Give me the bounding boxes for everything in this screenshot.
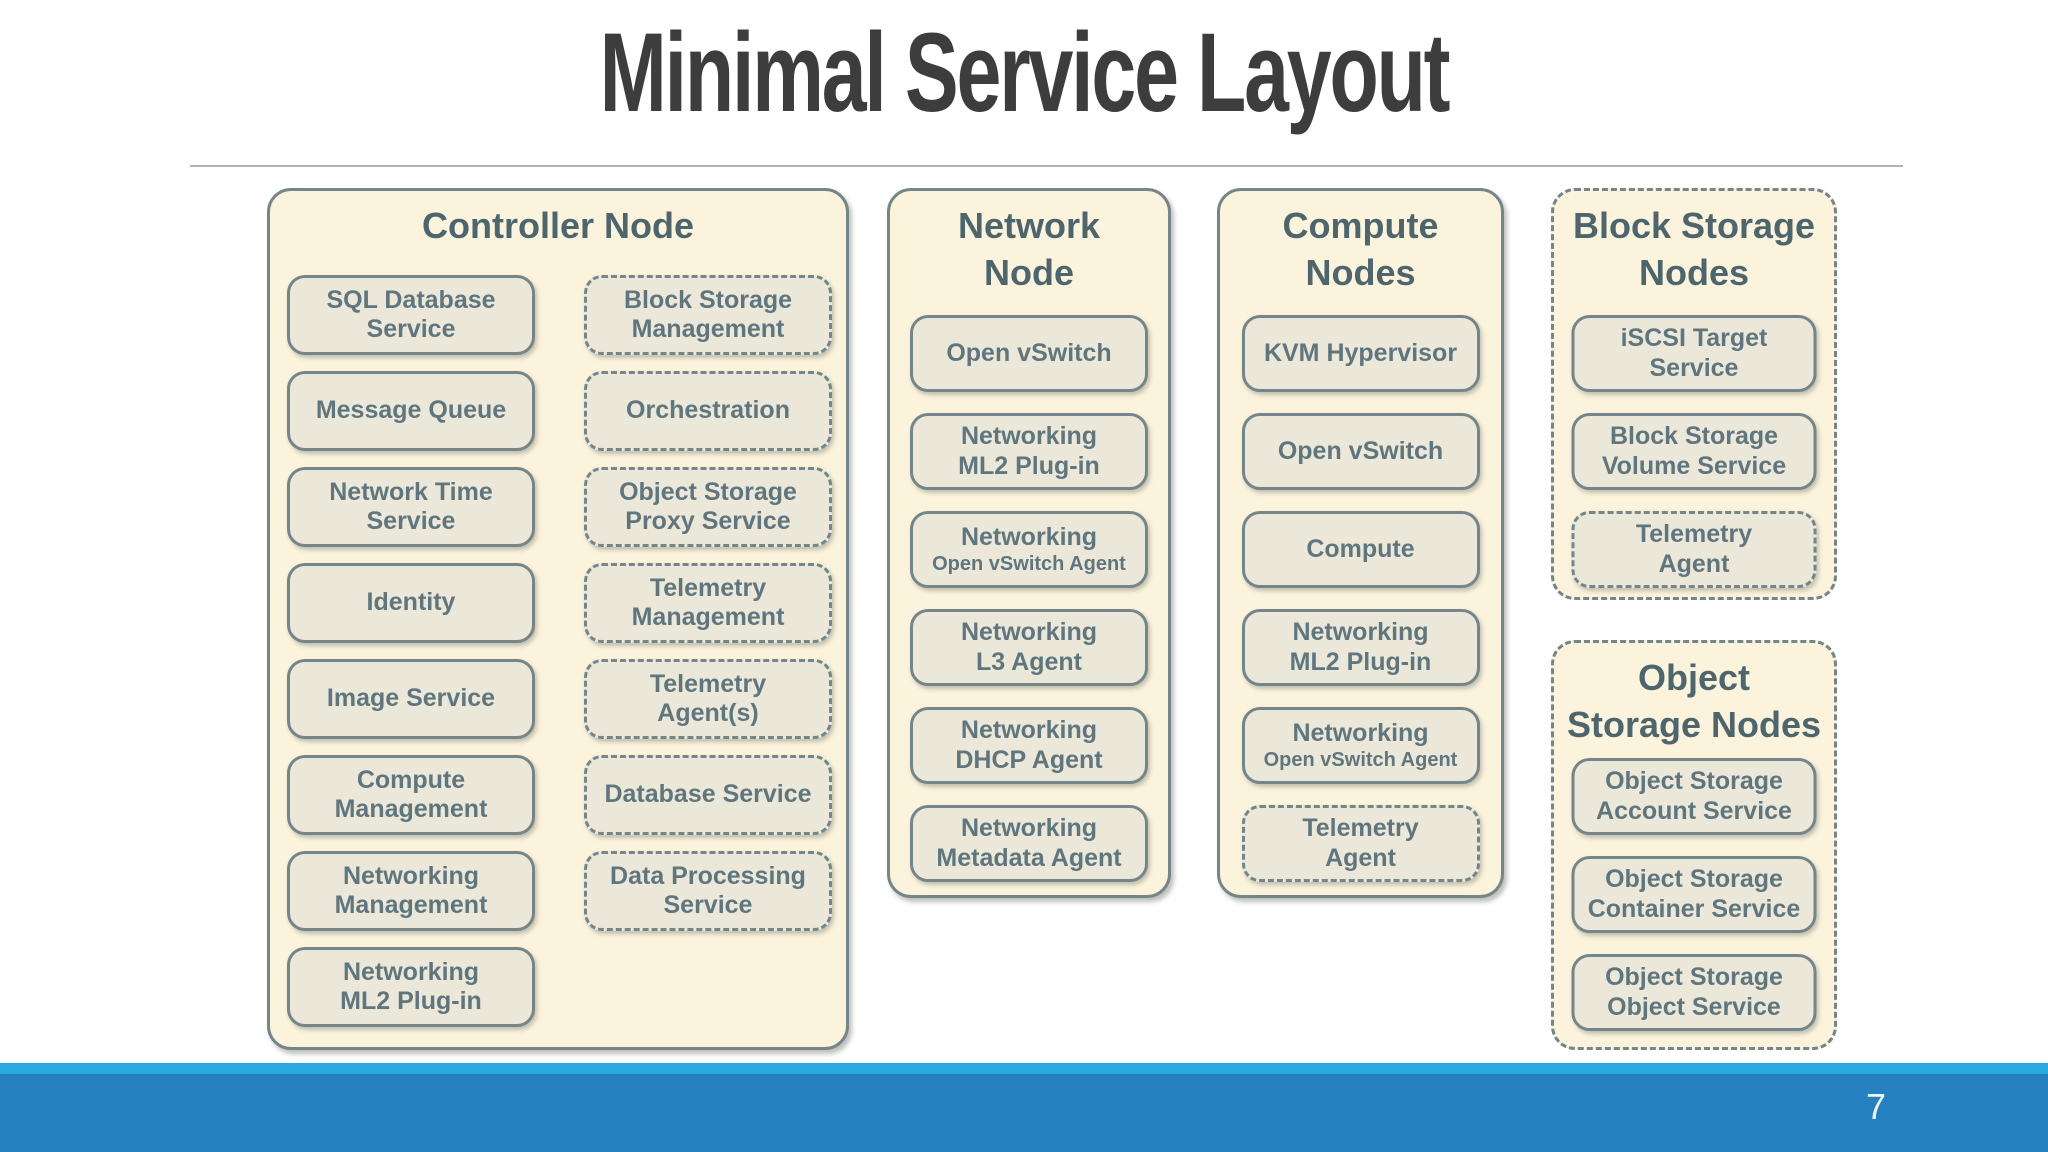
service-box-networking-management: Networking Management bbox=[287, 851, 535, 931]
service-box-networking-ml2-plug-in: Networking ML2 Plug-in bbox=[287, 947, 535, 1027]
service-box-sql-database-service: SQL Database Service bbox=[287, 275, 535, 355]
service-box-open-vswitch: Open vSwitch bbox=[910, 315, 1148, 392]
service-box-telemetry-agent: Telemetry Agent bbox=[1241, 805, 1480, 882]
group-title-compute-nodes: Compute Nodes bbox=[1282, 205, 1439, 293]
service-box-identity: Identity bbox=[287, 563, 535, 643]
service-box-database-service: Database Service bbox=[584, 755, 832, 835]
object-storage-column: Object Storage Account Service Object St… bbox=[1571, 758, 1817, 1031]
service-box-block-storage-volume-service: Block Storage Volume Service bbox=[1571, 413, 1817, 490]
service-box-main-line: Networking bbox=[1292, 719, 1429, 748]
service-box-object-storage-proxy-service: Object Storage Proxy Service bbox=[584, 467, 832, 547]
controller-right-column: Block Storage Management Orchestration O… bbox=[584, 275, 832, 931]
node-group-block-storage: Block Storage Nodes iSCSI Target Service… bbox=[1551, 188, 1837, 600]
group-title-object-storage-nodes: Object Storage Nodes bbox=[1566, 657, 1822, 745]
group-title-block-storage-nodes: Block Storage Nodes bbox=[1572, 205, 1816, 293]
service-box-networking-l3-agent: Networking L3 Agent bbox=[910, 609, 1148, 686]
service-box-image-service: Image Service bbox=[287, 659, 535, 739]
service-box-orchestration: Orchestration bbox=[584, 371, 832, 451]
service-box-networking-dhcp-agent: Networking DHCP Agent bbox=[910, 707, 1148, 784]
service-box-networking-ml2-plug-in: Networking ML2 Plug-in bbox=[910, 413, 1148, 490]
service-box-networking-ml2-plug-in: Networking ML2 Plug-in bbox=[1241, 609, 1480, 686]
service-box-networking-metadata-agent: Networking Metadata Agent bbox=[910, 805, 1148, 882]
compute-column: KVM Hypervisor Open vSwitch Compute Netw… bbox=[1241, 315, 1480, 882]
footer-bar bbox=[0, 1074, 2048, 1152]
page-number: 7 bbox=[1865, 1086, 1887, 1127]
service-box-telemetry-agents: Telemetry Agent(s) bbox=[584, 659, 832, 739]
service-box-networking-open-vswitch-agent: Networking Open vSwitch Agent bbox=[910, 511, 1148, 588]
footer-accent-bar bbox=[0, 1063, 2048, 1074]
node-group-controller: Controller Node SQL Database Service Mes… bbox=[267, 188, 849, 1050]
service-box-compute-management: Compute Management bbox=[287, 755, 535, 835]
node-group-object-storage: Object Storage Nodes Object Storage Acco… bbox=[1551, 640, 1837, 1050]
service-box-sub-line: Open vSwitch Agent bbox=[1263, 748, 1458, 771]
service-box-data-processing-service: Data Processing Service bbox=[584, 851, 832, 931]
service-box-telemetry-agent: Telemetry Agent bbox=[1571, 511, 1817, 588]
service-box-network-time-service: Network Time Service bbox=[287, 467, 535, 547]
group-title-network-node: Network Node bbox=[957, 205, 1101, 293]
service-box-object-storage-account-service: Object Storage Account Service bbox=[1571, 758, 1817, 835]
group-title-controller-node: Controller Node bbox=[421, 205, 694, 246]
service-box-telemetry-management: Telemetry Management bbox=[584, 563, 832, 643]
node-group-compute: Compute Nodes KVM Hypervisor Open vSwitc… bbox=[1217, 188, 1504, 898]
title-divider bbox=[190, 165, 1903, 167]
service-box-main-line: Networking bbox=[960, 523, 1098, 552]
controller-left-column: SQL Database Service Message Queue Netwo… bbox=[287, 275, 535, 1027]
service-box-sub-line: Open vSwitch Agent bbox=[932, 552, 1126, 575]
page-title: Minimal Service Layout bbox=[599, 10, 1451, 135]
service-box-kvm-hypervisor: KVM Hypervisor bbox=[1241, 315, 1480, 392]
service-box-iscsi-target-service: iSCSI Target Service bbox=[1571, 315, 1817, 392]
service-box-open-vswitch: Open vSwitch bbox=[1241, 413, 1480, 490]
node-group-network: Network Node Open vSwitch Networking ML2… bbox=[887, 188, 1171, 898]
service-box-networking-open-vswitch-agent: Networking Open vSwitch Agent bbox=[1241, 707, 1480, 784]
service-box-object-storage-object-service: Object Storage Object Service bbox=[1571, 954, 1817, 1031]
block-storage-column: iSCSI Target Service Block Storage Volum… bbox=[1571, 315, 1817, 588]
service-box-message-queue: Message Queue bbox=[287, 371, 535, 451]
service-box-compute: Compute bbox=[1241, 511, 1480, 588]
network-column: Open vSwitch Networking ML2 Plug-in Netw… bbox=[910, 315, 1148, 882]
service-box-block-storage-management: Block Storage Management bbox=[584, 275, 832, 355]
service-box-object-storage-container-service: Object Storage Container Service bbox=[1571, 856, 1817, 933]
